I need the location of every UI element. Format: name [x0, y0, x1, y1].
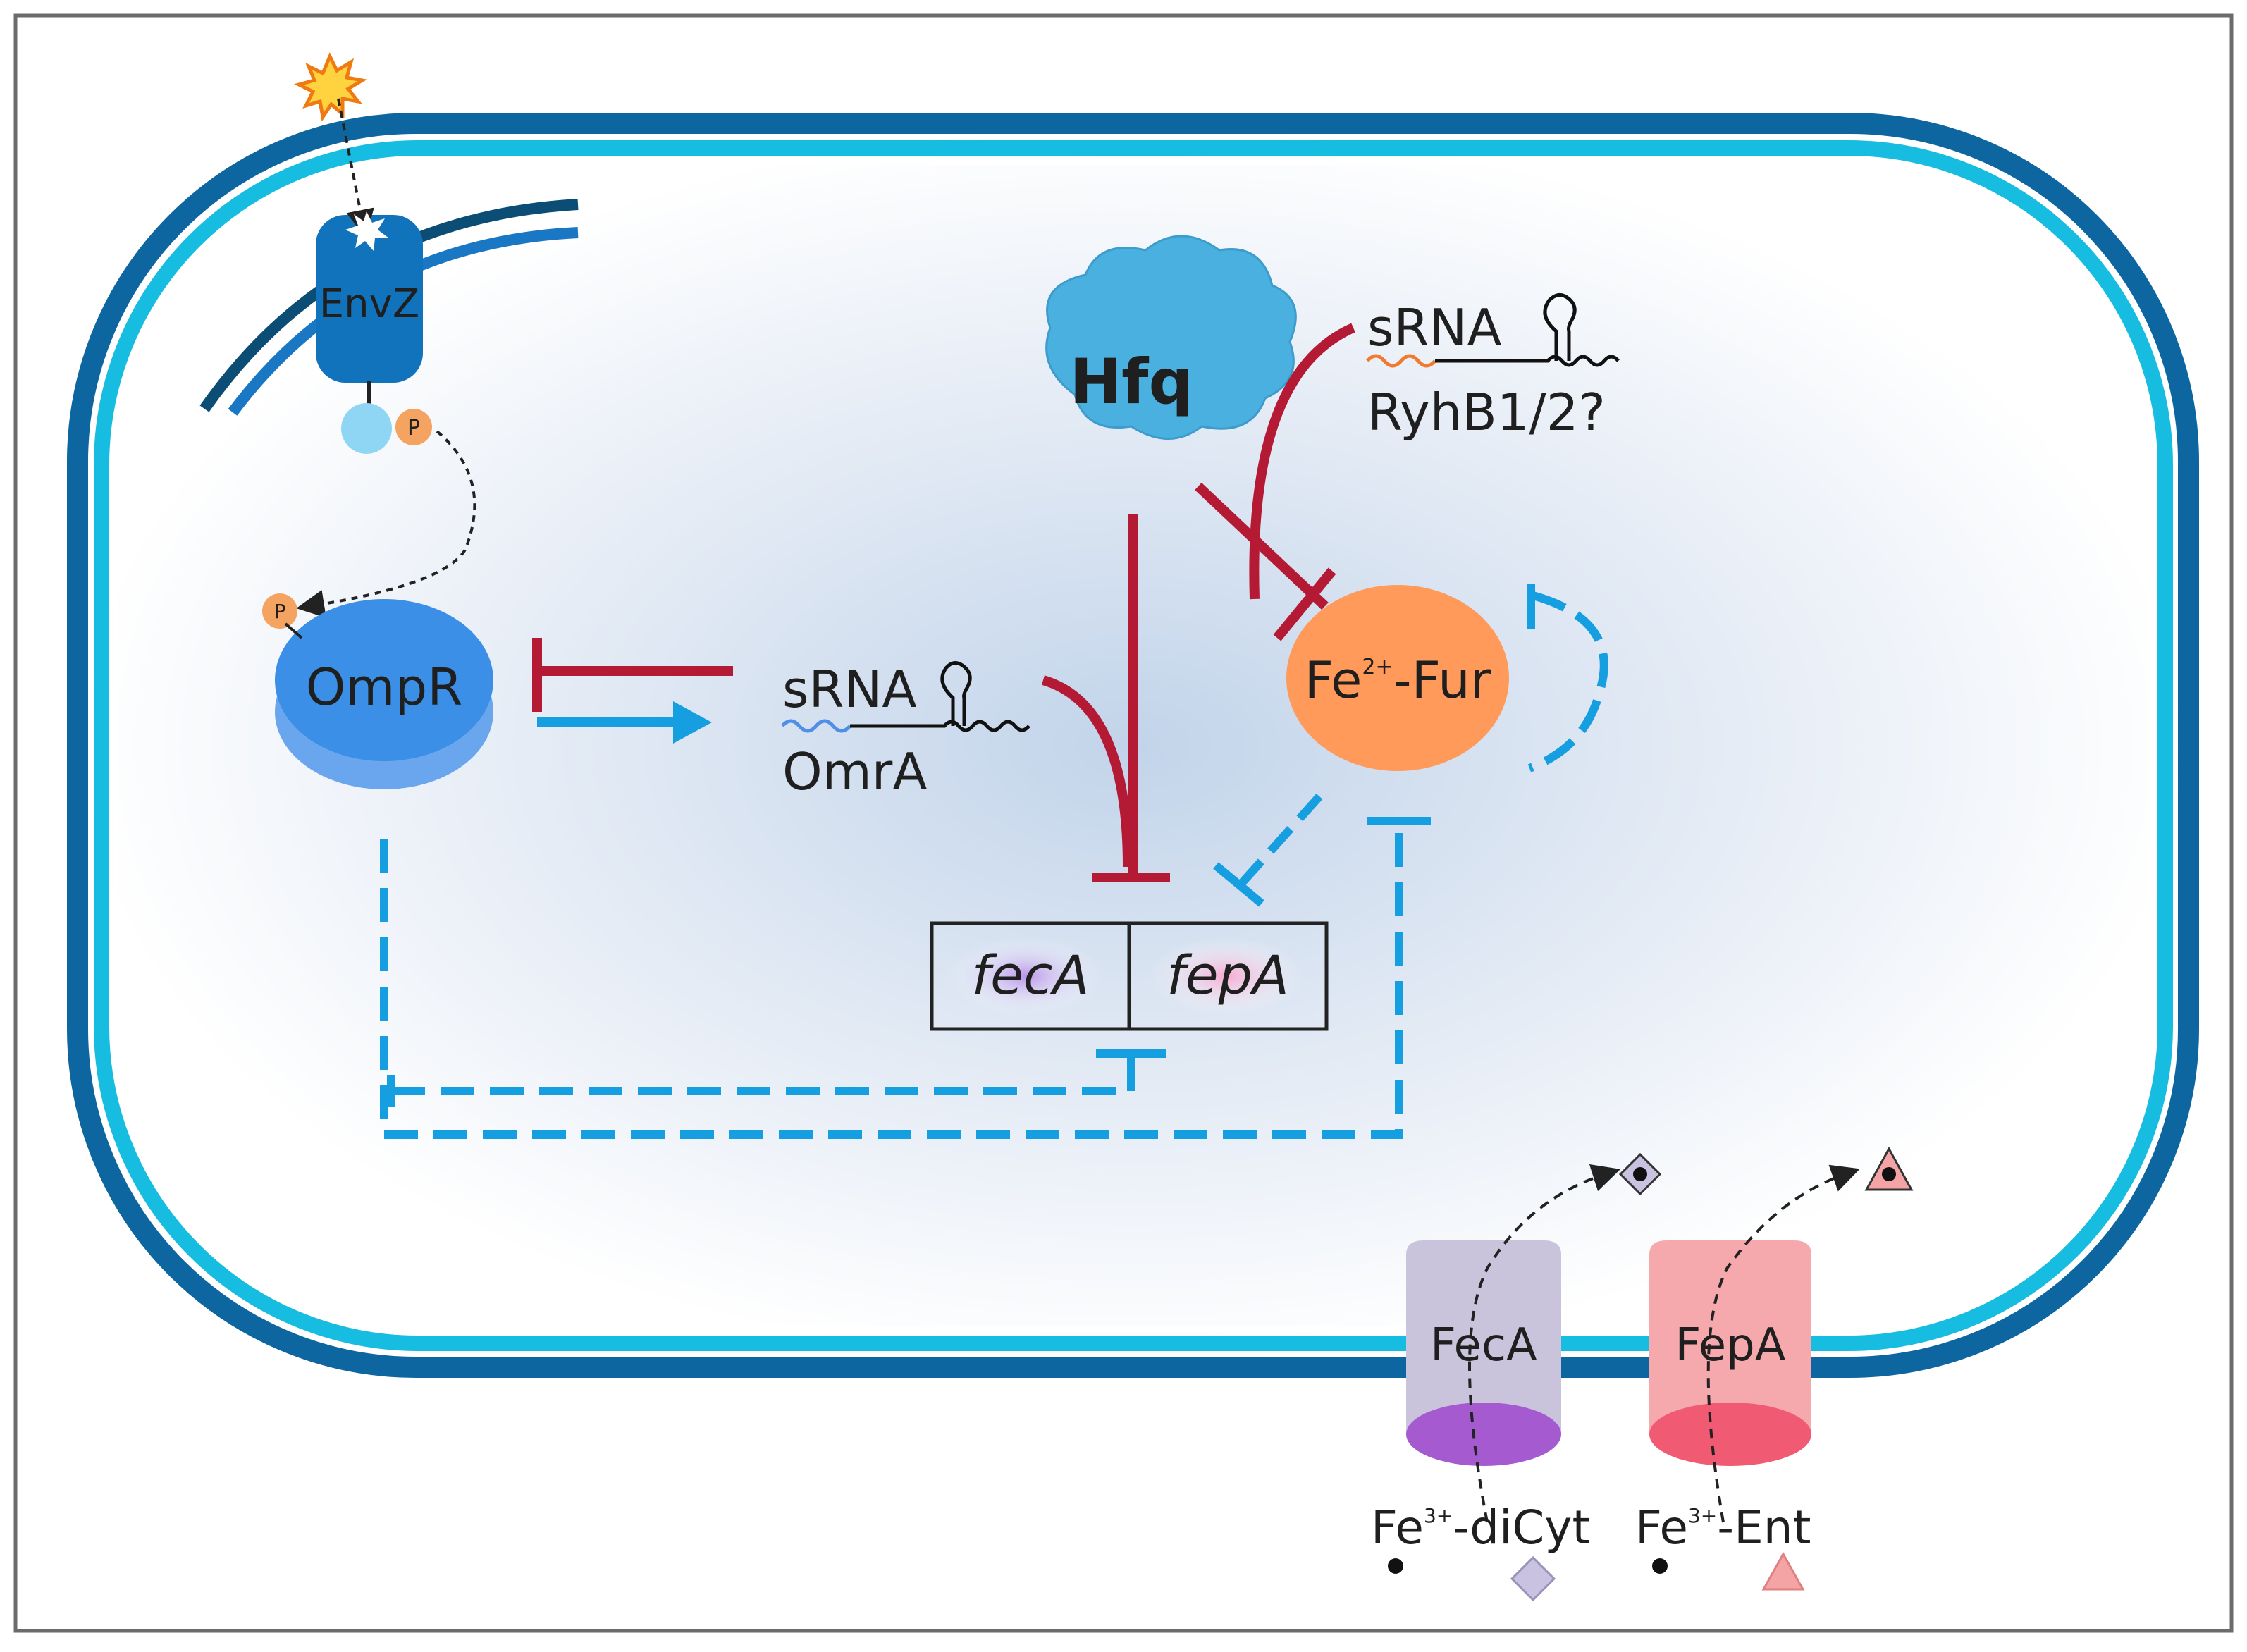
- feca-glow: [948, 937, 1103, 1015]
- fur-label: Fe2+-Fur: [1305, 651, 1491, 710]
- fur-prefix: Fe: [1305, 651, 1362, 710]
- fe-ent-superscript: 3+: [1688, 1504, 1717, 1527]
- iron-atom-icon: [1388, 1558, 1403, 1574]
- ompr-protein: P OmpR: [262, 593, 493, 789]
- fepa-transporter: FepA: [1649, 1146, 1914, 1523]
- fur-suffix: -Fur: [1393, 651, 1491, 710]
- fe-ent-complex: Fe3+-Ent: [1635, 1500, 1811, 1591]
- fe-dicyt-suffix: -diCyt: [1453, 1500, 1590, 1555]
- envz-label: EnvZ: [319, 281, 419, 327]
- ompr-fur-repression-path: [380, 821, 1403, 1139]
- fe-ent-label: Fe3+-Ent: [1635, 1500, 1811, 1555]
- srna-ryhb: sRNA RyhB1/2?: [1249, 293, 1620, 600]
- hfq-label: Hfq: [1070, 345, 1193, 418]
- fepa-gene-label: fepA: [1166, 944, 1289, 1006]
- ompr-long-range-repression: [380, 817, 1431, 1139]
- srna-omra-title: sRNA: [782, 660, 917, 719]
- ompr-phosphate-link: [284, 622, 303, 639]
- fur-fepa-repression-bar: [1213, 862, 1264, 907]
- fe-dicyt-complex: Fe3+-diCyt: [1371, 1500, 1590, 1602]
- envz-phosphate: [395, 409, 432, 445]
- rna-hairpin-icon: [940, 661, 972, 726]
- feca-gene-label: fecA: [971, 944, 1089, 1006]
- rna-hairpin-icon: [1543, 293, 1577, 361]
- fepa-import-path: [1706, 1164, 1860, 1523]
- iron-atom-icon: [1633, 1167, 1647, 1181]
- iron-atom-icon: [1882, 1167, 1896, 1181]
- fepa-base: [1649, 1403, 1811, 1466]
- envz-domain: [341, 403, 392, 454]
- ompr-label: OmpR: [306, 658, 463, 717]
- signal-arrow: [337, 98, 374, 238]
- ryhb-seed-region: [1366, 354, 1436, 368]
- fur-superscript: 2+: [1362, 655, 1393, 679]
- omra-repression-curve: [1041, 675, 1133, 868]
- starburst-icon: [294, 51, 367, 122]
- inner-membrane: [94, 140, 2173, 1351]
- fur-repression-bar: [1273, 567, 1336, 641]
- diamond-icon: [1618, 1152, 1662, 1196]
- envz-complex: P EnvZ: [199, 51, 579, 618]
- feca-protein-label: FecA: [1430, 1319, 1537, 1371]
- envz-protein: [316, 215, 423, 383]
- fe-ent-suffix: -Ent: [1717, 1500, 1811, 1555]
- ompr-phosphate-label: P: [274, 600, 286, 623]
- feca-base: [1406, 1403, 1561, 1466]
- fur-autoregulation-loop: [1527, 591, 1608, 772]
- envz-phosphate-label: P: [407, 416, 420, 440]
- ompr-genes-repression-path: [391, 1057, 1135, 1095]
- triangle-icon: [1864, 1146, 1914, 1191]
- ompr-phosphate: [262, 593, 297, 629]
- phosphotransfer-arrow: [296, 430, 476, 618]
- fe-ent-prefix: Fe: [1635, 1500, 1688, 1555]
- fepa-barrel: [1649, 1240, 1811, 1434]
- srna-ryhb-title: sRNA: [1367, 298, 1502, 357]
- feca-transporter: FecA: [1406, 1152, 1662, 1523]
- ryhb-strand: [1435, 355, 1620, 367]
- activation-spark-icon: [345, 211, 389, 251]
- membrane-gap: [113, 159, 2154, 1332]
- ompr-activation-arrowhead: [673, 701, 712, 744]
- hfq-protein: Hfq: [1045, 235, 1297, 874]
- omra-strand: [850, 720, 1030, 732]
- fepa-protein-label: FepA: [1675, 1319, 1785, 1371]
- triangle-icon: [1761, 1551, 1805, 1591]
- diamond-icon: [1510, 1555, 1556, 1602]
- fe-dicyt-superscript: 3+: [1424, 1504, 1453, 1527]
- fe-dicyt-prefix: Fe: [1371, 1500, 1424, 1555]
- gene-operon-box: fecA fepA: [930, 921, 1329, 1031]
- fepa-glow: [1149, 937, 1304, 1015]
- ryhb-label: RyhB1/2?: [1367, 383, 1606, 442]
- fe-dicyt-label: Fe3+-diCyt: [1371, 1500, 1590, 1555]
- omra-label: OmrA: [782, 742, 928, 801]
- ompr-srna-regulation: [532, 638, 733, 744]
- iron-atom-icon: [1652, 1558, 1668, 1574]
- omra-seed-region: [781, 719, 851, 733]
- fur-fepa-repression-line: [1237, 793, 1323, 888]
- fur-protein: Fe2+-Fur: [1286, 584, 1608, 772]
- fur-repression-line: [1195, 482, 1329, 610]
- srna-omra: sRNA OmrA: [781, 660, 1030, 801]
- feca-import-path: [1468, 1164, 1621, 1523]
- feca-barrel: [1406, 1240, 1561, 1434]
